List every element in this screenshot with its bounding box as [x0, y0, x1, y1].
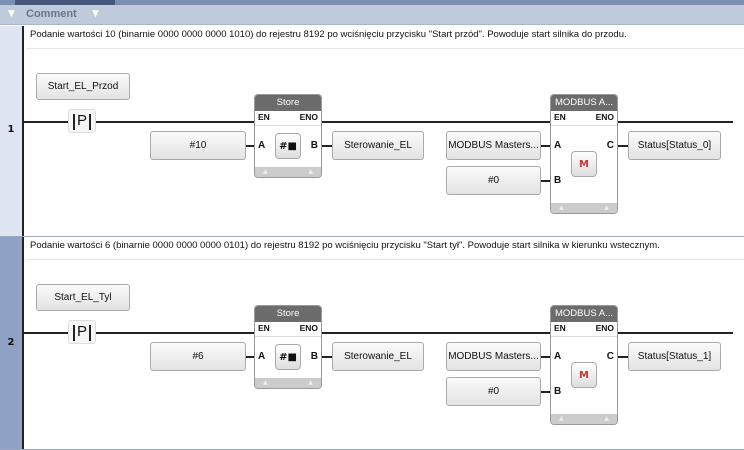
store-pin-b: B — [310, 140, 318, 151]
wire-mb — [541, 391, 550, 393]
rung-number-cell[interactable]: 2 — [0, 237, 24, 449]
store-output-b[interactable]: Sterowanie_EL — [332, 342, 424, 371]
store-icon: #■ — [275, 344, 301, 370]
comment-header-bar: ▼ Comment ▼ — [0, 5, 744, 25]
modbus-divider — [551, 336, 617, 337]
rung-wire — [322, 121, 550, 123]
modbus-input-a[interactable]: MODBUS Masters... — [446, 342, 541, 371]
store-footer: ▲▲ — [255, 378, 321, 388]
store-block-title: Store — [255, 306, 321, 322]
contact-right-bar — [89, 114, 91, 130]
modbus-output-c[interactable]: Status[Status_1] — [628, 342, 721, 371]
comment-separator — [26, 48, 744, 49]
store-input-a[interactable]: #10 — [150, 131, 246, 160]
store-en-pin: EN — [258, 323, 270, 333]
ladder-rung[interactable]: 2 Podanie wartości 6 (binarnie 0000 0000 … — [0, 237, 744, 450]
modbus-block-title: MODBUS A... — [551, 306, 617, 322]
rung-comment[interactable]: Podanie wartości 6 (binarnie 0000 0000 0… — [30, 240, 660, 251]
modbus-block-title: MODBUS A... — [551, 95, 617, 111]
store-pin-a: A — [258, 140, 266, 151]
store-divider — [255, 125, 321, 126]
rung-wire-end — [618, 332, 733, 334]
positive-edge-contact[interactable]: P — [68, 109, 96, 133]
modbus-input-b[interactable]: #0 — [446, 166, 541, 195]
store-input-a[interactable]: #6 — [150, 342, 246, 371]
modbus-pin-b: B — [554, 386, 562, 397]
positive-edge-contact[interactable]: P — [68, 320, 96, 344]
modbus-pin-a: A — [554, 351, 562, 362]
store-pin-a: A — [258, 351, 266, 362]
wire-b — [322, 356, 332, 358]
modbus-icon: M — [571, 362, 597, 388]
modbus-icon: M — [571, 151, 597, 177]
modbus-divider — [551, 125, 617, 126]
wire-b — [322, 145, 332, 147]
modbus-pin-a: A — [554, 140, 562, 151]
wire-ma — [541, 145, 550, 147]
contact-left-bar — [73, 325, 75, 341]
power-rail-wire — [24, 121, 254, 123]
modbus-input-a[interactable]: MODBUS Masters... — [446, 131, 541, 160]
contact-left-bar — [73, 114, 75, 130]
store-eno-pin: ENO — [299, 323, 318, 333]
region-tab-strip — [0, 0, 744, 5]
modbus-footer: ▲▲ — [551, 203, 617, 213]
contact-variable-label[interactable]: Start_EL_Tyl — [36, 284, 130, 311]
wire-ma — [541, 356, 550, 358]
modbus-eno-pin: ENO — [595, 323, 614, 333]
modbus-eno-pin: ENO — [595, 112, 614, 122]
store-footer: ▲▲ — [255, 167, 321, 177]
ladder-rung[interactable]: 1 Podanie wartości 10 (binarnie 0000 0000… — [0, 26, 744, 237]
modbus-pin-c: C — [606, 351, 614, 362]
wire-a — [246, 356, 254, 358]
rung-number: 2 — [7, 337, 15, 348]
modbus-pin-c: C — [606, 140, 614, 151]
rung-wire — [322, 332, 550, 334]
contact-type-label: P — [77, 112, 88, 129]
power-rail-wire — [24, 332, 254, 334]
wire-mc — [618, 356, 628, 358]
wire-mc — [618, 145, 628, 147]
store-en-pin: EN — [258, 112, 270, 122]
modbus-footer: ▲▲ — [551, 414, 617, 424]
modbus-output-c[interactable]: Status[Status_0] — [628, 131, 721, 160]
region-tab[interactable] — [15, 0, 115, 5]
modbus-en-pin: EN — [554, 323, 566, 333]
contact-right-bar — [89, 325, 91, 341]
store-divider — [255, 336, 321, 337]
contact-type-label: P — [77, 323, 88, 340]
modbus-en-pin: EN — [554, 112, 566, 122]
store-eno-pin: ENO — [299, 112, 318, 122]
store-icon: #■ — [275, 133, 301, 159]
store-output-b[interactable]: Sterowanie_EL — [332, 131, 424, 160]
modbus-input-b[interactable]: #0 — [446, 377, 541, 406]
contact-variable-label[interactable]: Start_EL_Przod — [36, 73, 130, 100]
wire-a — [246, 145, 254, 147]
rung-comment[interactable]: Podanie wartości 10 (binarnie 0000 0000 … — [30, 29, 627, 40]
store-pin-b: B — [310, 351, 318, 362]
wire-mb — [541, 180, 550, 182]
rung-number: 1 — [7, 124, 15, 135]
comment-separator — [26, 259, 744, 260]
rung-number-cell[interactable]: 1 — [0, 26, 24, 236]
modbus-pin-b: B — [554, 175, 562, 186]
rung-wire-end — [618, 121, 733, 123]
store-block-title: Store — [255, 95, 321, 111]
collapse-arrow-icon[interactable]: ▼ — [8, 9, 15, 19]
dropdown-arrow-icon[interactable]: ▼ — [92, 9, 99, 19]
comment-column-label: Comment — [26, 8, 77, 20]
